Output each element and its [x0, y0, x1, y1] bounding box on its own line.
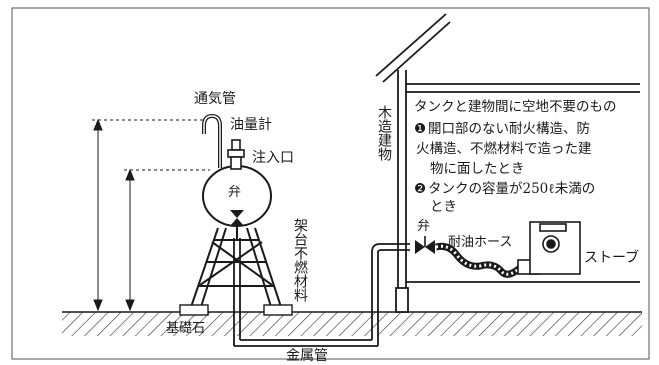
oil-gauge-label: 油量計: [230, 117, 272, 133]
hose-valve: [415, 236, 435, 254]
tank-valve-label: 弁: [228, 185, 241, 200]
foundation-stones: [179, 304, 293, 316]
oil-tank: [202, 165, 272, 240]
foundation-label: 基礎石: [166, 321, 205, 336]
hose-valve-icon: [415, 240, 425, 254]
note-item2-marker: ❷: [414, 181, 426, 197]
stove: [517, 221, 581, 275]
dimension-lines: [92, 118, 210, 312]
note-item2-line1: タンクの容量が250ℓ未満の: [428, 180, 595, 197]
metal-pipe-label: 金属管: [286, 348, 328, 364]
note-item1-line2: 火構造、不燃材料で造った建: [416, 140, 592, 157]
note-item1-line1: 開口部のない耐火構造、防: [428, 121, 590, 137]
metal-pipe: [233, 238, 410, 347]
inlet-label: 注入口: [252, 150, 294, 166]
stove-label: ストーブ: [584, 249, 639, 266]
hose-label: 耐油ホース: [448, 235, 512, 250]
figure-frame: [11, 7, 650, 360]
stand-label: 架台不燃材料: [292, 218, 308, 302]
note-item1-marker: ❶: [414, 121, 426, 137]
vent-pipe: [202, 113, 222, 168]
wood-building-label: 木造建物: [376, 105, 392, 162]
note-item2-line2: とき: [430, 199, 457, 215]
note-item1-line3: 物に面したとき: [430, 161, 525, 177]
ground: [62, 311, 642, 336]
oil-gauge: [227, 139, 245, 170]
hose-valve-label: 弁: [417, 219, 430, 234]
oil-hose: [435, 242, 523, 278]
vent-pipe-label: 通気管: [194, 91, 236, 107]
note-block: タンクと建物間に空地不要のもの ❶ 開口部のない耐火構造、防 火構造、不燃材料で…: [414, 99, 617, 215]
tank-stand: [189, 227, 283, 311]
wood-building: [375, 13, 640, 313]
tank-valve-icon: [230, 210, 244, 218]
note-title: タンクと建物間に空地不要のもの: [414, 99, 617, 115]
